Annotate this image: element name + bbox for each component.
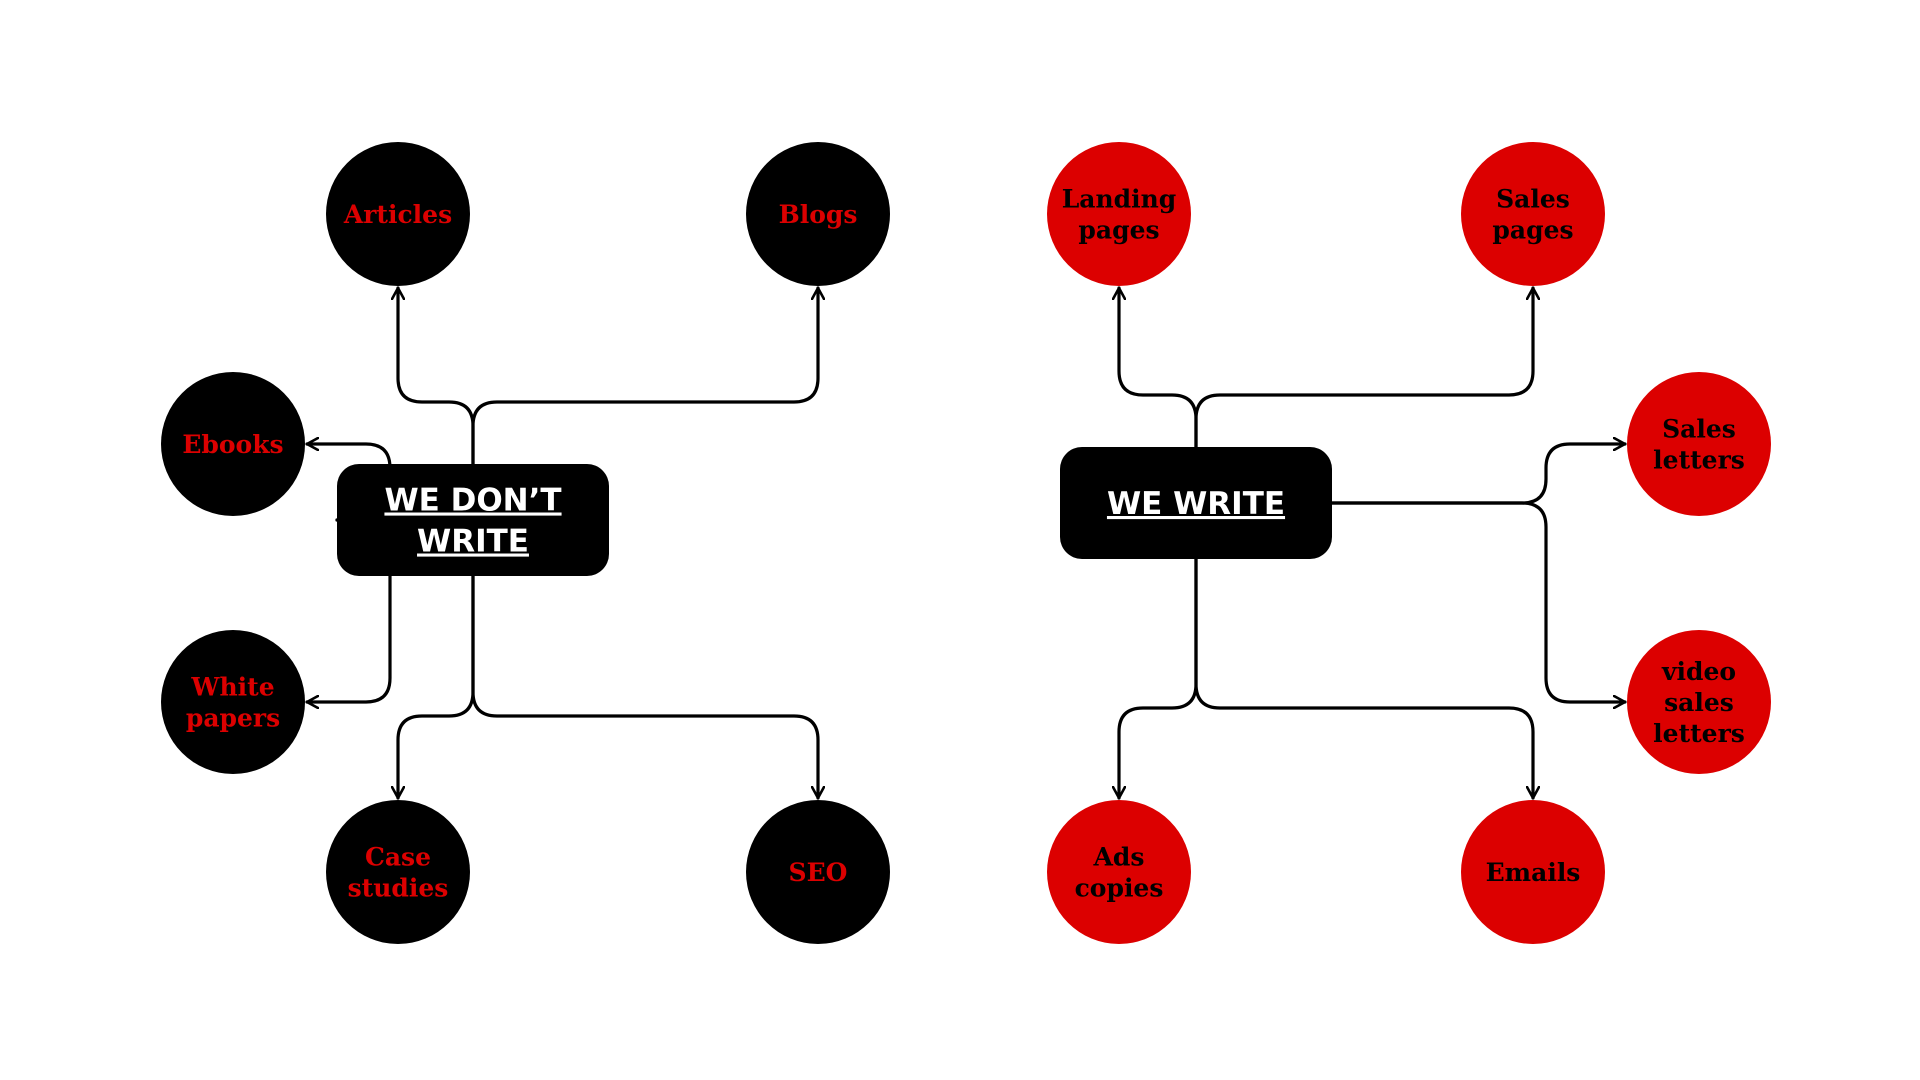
- node-circle: [1627, 630, 1771, 774]
- node-circle: [1461, 142, 1605, 286]
- node-circle: [161, 372, 305, 516]
- connector-emails: [1194, 557, 1533, 800]
- connector-ads-copies: [1119, 557, 1198, 800]
- connector-sales-pages: [1194, 286, 1533, 449]
- node-label: Sales: [1496, 185, 1570, 214]
- node-circle: [1047, 142, 1191, 286]
- node-circle: [1047, 800, 1191, 944]
- node-label: Sales: [1662, 415, 1736, 444]
- node-label: copies: [1075, 874, 1164, 903]
- node-emails: Emails: [1461, 800, 1605, 944]
- node-label: pages: [1078, 216, 1159, 245]
- node-circle: [1627, 372, 1771, 516]
- node-circle: [326, 800, 470, 944]
- connector-seo: [471, 574, 818, 800]
- node-label: SEO: [789, 858, 848, 887]
- node-circle: [1461, 800, 1605, 944]
- connector-landing-pages: [1119, 286, 1198, 449]
- node-label: White: [190, 673, 274, 702]
- node-label: letters: [1653, 446, 1745, 475]
- node-blogs: Blogs: [746, 142, 890, 286]
- connector-case-studies: [398, 574, 475, 800]
- node-label: Blogs: [779, 200, 858, 229]
- hub-box: [1060, 447, 1332, 559]
- node-ebooks: Ebooks: [161, 372, 305, 516]
- hub-box: [337, 464, 609, 576]
- node-label: Landing: [1062, 185, 1177, 214]
- node-label: sales: [1664, 688, 1734, 717]
- node-circle: [326, 142, 470, 286]
- hub-write: WE WRITE: [1060, 447, 1332, 559]
- node-label: Articles: [343, 200, 452, 229]
- connector-sales-letters: [1330, 444, 1627, 505]
- node-seo: SEO: [746, 800, 890, 944]
- connector-articles: [398, 286, 475, 466]
- node-label: Ebooks: [182, 430, 283, 459]
- node-circle: [746, 800, 890, 944]
- node-circle: [746, 142, 890, 286]
- node-circle: [161, 630, 305, 774]
- hub-title: WE DON’T: [384, 483, 561, 519]
- node-label: Emails: [1486, 858, 1581, 887]
- connector-lines: [305, 286, 1627, 800]
- node-label: Case: [365, 843, 431, 872]
- hubs-layer: WE DON’T WRITE WE WRITE: [337, 447, 1332, 576]
- node-label: letters: [1653, 719, 1745, 748]
- connector-blogs: [471, 286, 818, 466]
- node-label: video: [1661, 657, 1736, 686]
- node-articles: Articles: [326, 142, 470, 286]
- node-label: papers: [186, 704, 280, 733]
- node-label: studies: [348, 874, 449, 903]
- hub-title: WRITE: [417, 524, 529, 560]
- node-label: Ads: [1093, 843, 1145, 872]
- hub-dont-write: WE DON’T WRITE: [337, 464, 609, 576]
- connector-video-sales-letters: [1330, 501, 1627, 702]
- hub-title: WE WRITE: [1107, 486, 1285, 522]
- node-label: pages: [1492, 216, 1573, 245]
